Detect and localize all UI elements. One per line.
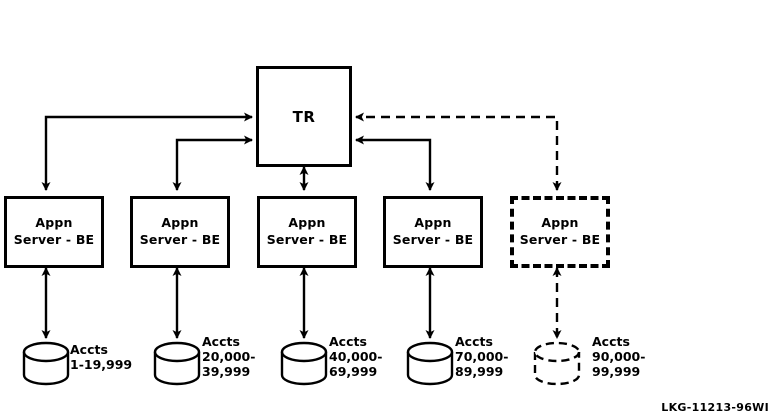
server-5-label-line1: Appn bbox=[541, 215, 579, 231]
database-cylinder-4 bbox=[406, 341, 454, 386]
db-label-2-line1: Accts bbox=[202, 334, 240, 349]
connector-tr-to-server-2 bbox=[172, 135, 253, 191]
db-label-4-line2: 70,000- bbox=[455, 348, 509, 364]
server-box-1[interactable]: Appn Server - BE bbox=[4, 196, 104, 268]
server-box-5[interactable]: Appn Server - BE bbox=[510, 196, 610, 268]
database-cylinder-2 bbox=[153, 341, 201, 386]
db-label-5: Accts 90,000- 99,999 bbox=[592, 334, 646, 379]
db-label-1-line1: Accts bbox=[70, 342, 108, 357]
server-2-label-line2: Server - BE bbox=[139, 232, 221, 247]
db-label-3-line2: 40,000- bbox=[329, 348, 383, 364]
server-1-label-line2: Server - BE bbox=[13, 232, 95, 247]
connector-tr-to-server-4 bbox=[355, 135, 435, 191]
db-label-5-line3: 99,999 bbox=[592, 363, 641, 379]
server-4-label-line1: Appn bbox=[414, 215, 452, 231]
database-cylinder-3 bbox=[280, 341, 328, 386]
db-label-4-line3: 89,999 bbox=[455, 363, 504, 379]
server-box-2[interactable]: Appn Server - BE bbox=[130, 196, 230, 268]
db-label-1: Accts 1-19,999 bbox=[70, 342, 133, 373]
router-label: TR bbox=[292, 107, 316, 126]
db-label-5-line1: Accts bbox=[592, 334, 630, 349]
server-4-label-line2: Server - BE bbox=[392, 232, 474, 247]
db-label-4: Accts 70,000- 89,999 bbox=[455, 334, 509, 379]
db-label-5-line2: 90,000- bbox=[592, 348, 646, 364]
connector-tr-to-server-1 bbox=[41, 112, 253, 191]
db-label-2-line3: 39,999 bbox=[202, 363, 251, 379]
db-label-1-line2: 1-19,999 bbox=[70, 356, 133, 372]
server-2-label-line1: Appn bbox=[161, 215, 199, 231]
db-label-2-line2: 20,000- bbox=[202, 348, 256, 364]
connector-tr-to-server-5-dashed bbox=[355, 112, 562, 191]
db-label-2: Accts 20,000- 39,999 bbox=[202, 334, 256, 379]
server-1-label-line1: Appn bbox=[35, 215, 73, 231]
server-box-3[interactable]: Appn Server - BE bbox=[257, 196, 357, 268]
db-label-3: Accts 40,000- 69,999 bbox=[329, 334, 383, 379]
db-label-4-line1: Accts bbox=[455, 334, 493, 349]
database-cylinder-1 bbox=[22, 341, 70, 386]
figure-caption: LKG-11213-96WI bbox=[661, 401, 769, 414]
server-5-label-line2: Server - BE bbox=[519, 232, 601, 247]
server-box-4[interactable]: Appn Server - BE bbox=[383, 196, 483, 268]
db-label-3-line3: 69,999 bbox=[329, 363, 378, 379]
server-3-label-line2: Server - BE bbox=[266, 232, 348, 247]
router-box-tr[interactable]: TR bbox=[256, 66, 352, 167]
server-3-label-line1: Appn bbox=[288, 215, 326, 231]
database-cylinder-5-dashed bbox=[533, 341, 581, 386]
db-label-3-line1: Accts bbox=[329, 334, 367, 349]
